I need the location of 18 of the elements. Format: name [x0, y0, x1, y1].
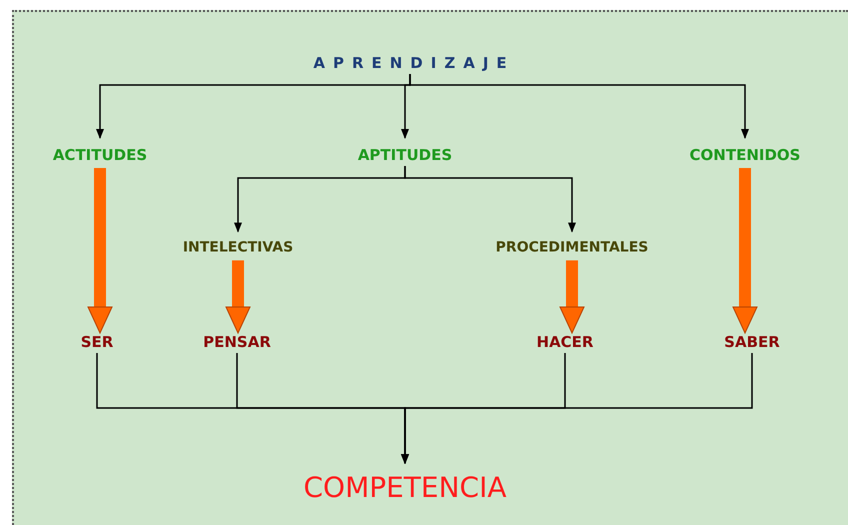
- node-label: COMPETENCIA: [303, 471, 507, 505]
- thick-arrow: [88, 168, 112, 334]
- node-label: INTELECTIVAS: [182, 240, 294, 256]
- node-label: SABER: [724, 333, 780, 351]
- node-label: HACER: [536, 333, 594, 351]
- node-label: PROCEDIMENTALES: [496, 240, 648, 256]
- node-label: PENSAR: [203, 333, 271, 351]
- node-label: CONTENIDOS: [690, 146, 800, 164]
- arrow: [401, 353, 753, 464]
- arrow: [409, 74, 749, 139]
- thick-arrow: [560, 260, 584, 334]
- node-label: SER: [80, 333, 114, 351]
- thick-arrow: [732, 168, 758, 334]
- node-label: APRENDIZAJE: [305, 54, 515, 72]
- node-label: ACTITUDES: [52, 146, 148, 164]
- thick-arrow: [226, 260, 250, 334]
- arrow: [404, 166, 576, 233]
- node-label: APTITUDES: [358, 146, 452, 164]
